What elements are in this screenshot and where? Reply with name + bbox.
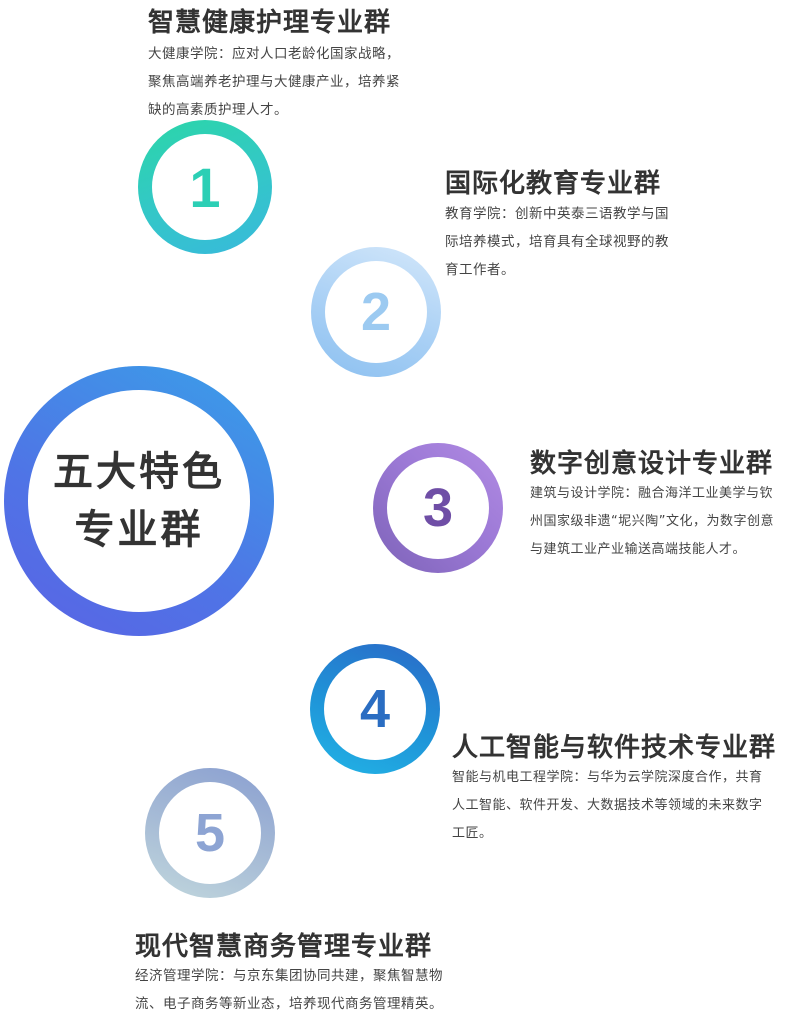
group-2-number: 2 xyxy=(360,282,392,342)
group-5-number: 5 xyxy=(194,803,226,863)
group-4-desc: 智能与机电工程学院：与华为云学院深度合作，共育 人工智能、软件开发、大数据技术等… xyxy=(452,764,763,848)
group-5-title: 现代智慧商务管理专业群 xyxy=(135,932,433,962)
center-title: 五大特色 专业群 xyxy=(4,366,274,636)
ring-inner xyxy=(152,134,258,240)
ring-inner xyxy=(387,457,489,559)
group-4-desc-line: 智能与机电工程学院：与华为云学院深度合作，共育 xyxy=(452,770,763,785)
group-1-desc-line: 大健康学院：应对人口老龄化国家战略， xyxy=(148,46,400,62)
center-title-line2: 专业群 xyxy=(74,507,204,553)
group-1-desc-line: 缺的高素质护理人才。 xyxy=(148,102,288,118)
center-ring: 五大特色 专业群 xyxy=(4,366,274,636)
group-2-title: 国际化教育专业群 xyxy=(445,169,662,199)
center-title-line1: 五大特色 xyxy=(53,449,225,495)
group-2-number-ring: 2 xyxy=(311,247,441,377)
group-2-desc-line: 育工作者。 xyxy=(445,262,515,278)
ring-inner xyxy=(159,782,261,884)
group-5-number-ring: 5 xyxy=(145,768,275,898)
center-ring-inner xyxy=(28,390,250,612)
group-5-desc-line: 经济管理学院：与京东集团协同共建，聚焦智慧物 xyxy=(135,968,443,984)
group-2-desc-line: 际培养模式，培育具有全球视野的教 xyxy=(445,234,669,250)
group-5-desc-line: 流、电子商务等新业态，培养现代商务管理精英。 xyxy=(135,996,443,1012)
group-1-desc-line: 聚焦高端养老护理与大健康产业，培养紧 xyxy=(148,74,400,90)
group-4-desc-line: 人工智能、软件开发、大数据技术等领域的未来数字 xyxy=(452,798,763,813)
group-1-number: 1 xyxy=(189,155,221,219)
group-2-desc: 教育学院：创新中英泰三语教学与国 际培养模式，培育具有全球视野的教 育工作者。 xyxy=(445,200,669,284)
group-4-title: 人工智能与软件技术专业群 xyxy=(452,733,777,763)
group-5-desc: 经济管理学院：与京东集团协同共建，聚焦智慧物 流、电子商务等新业态，培养现代商务… xyxy=(135,962,443,1018)
group-3-desc-line: 州国家级非遗“坭兴陶”文化，为数字创意 xyxy=(530,514,774,529)
group-4-number-ring: 4 xyxy=(310,644,440,774)
group-3-desc-line: 与建筑工业产业输送高端技能人才。 xyxy=(530,542,747,557)
group-3-desc-line: 建筑与设计学院：融合海洋工业美学与钦 xyxy=(530,486,774,501)
group-3-desc: 建筑与设计学院：融合海洋工业美学与钦 州国家级非遗“坭兴陶”文化，为数字创意 与… xyxy=(530,480,774,564)
group-3-number-ring: 3 xyxy=(373,443,503,573)
group-2-desc-line: 教育学院：创新中英泰三语教学与国 xyxy=(445,206,669,222)
ring-inner xyxy=(324,658,426,760)
group-1-number-ring: 1 xyxy=(138,120,272,254)
group-1-title: 智慧健康护理专业群 xyxy=(148,8,392,38)
group-4-desc-line: 工匠。 xyxy=(452,826,493,841)
ring-inner xyxy=(325,261,427,363)
group-4-number: 4 xyxy=(359,679,391,739)
group-3-number: 3 xyxy=(422,478,454,538)
group-3-title: 数字创意设计专业群 xyxy=(530,449,774,479)
group-1-desc: 大健康学院：应对人口老龄化国家战略， 聚焦高端养老护理与大健康产业，培养紧 缺的… xyxy=(148,40,400,124)
